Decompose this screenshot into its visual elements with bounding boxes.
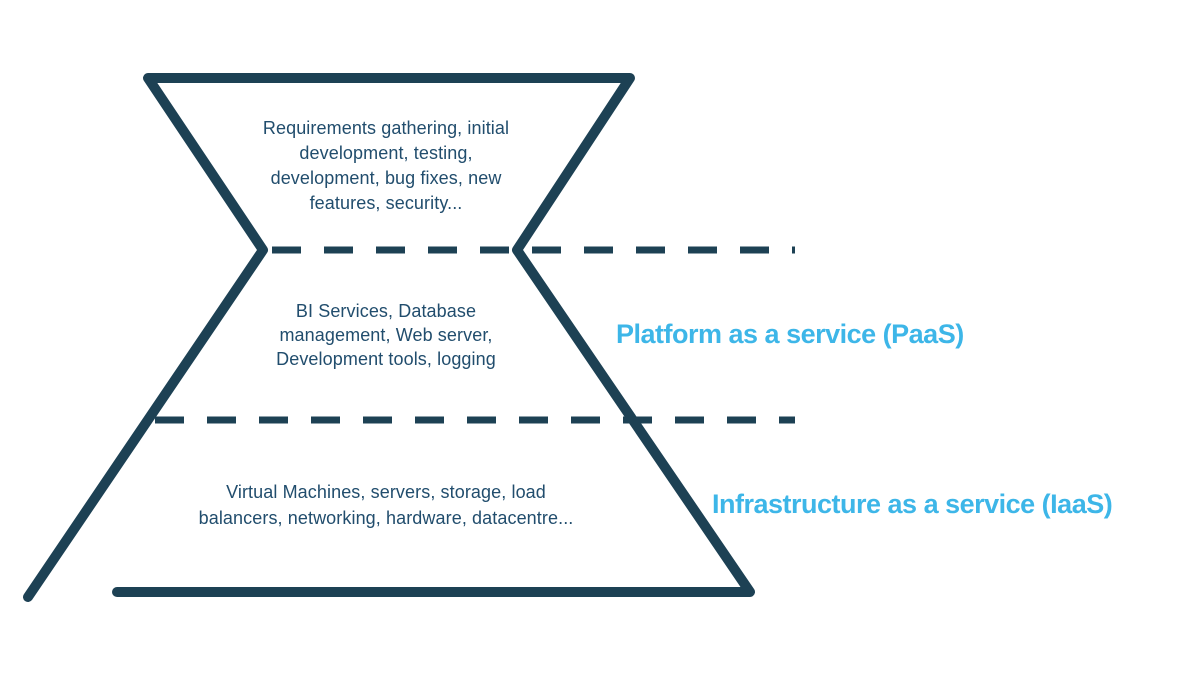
paas-label: Platform as a service (PaaS) bbox=[616, 319, 964, 349]
platform-services-text: BI Services, Database management, Web se… bbox=[276, 301, 496, 369]
application-management-text: Requirements gathering, initial developm… bbox=[262, 118, 510, 213]
infrastructure-resources-text: Virtual Machines, servers, storage, load… bbox=[198, 482, 574, 528]
funnel-outline bbox=[23, 73, 755, 602]
iaas-label: Infrastructure as a service (IaaS) bbox=[712, 489, 1113, 519]
